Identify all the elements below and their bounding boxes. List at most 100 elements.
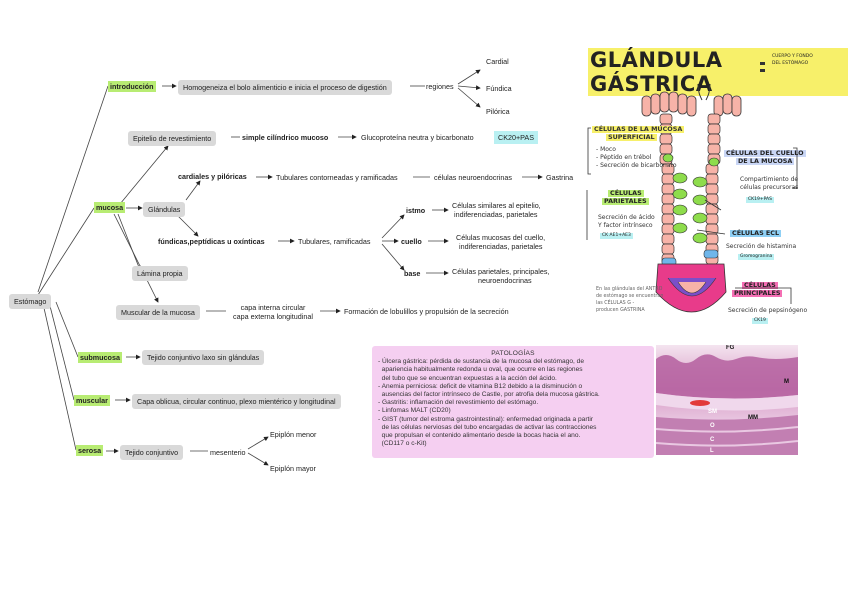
lamina-node[interactable]: Lámina propia <box>132 266 188 281</box>
ecl-title: CÉLULAS ECL <box>730 229 782 238</box>
epiplon-menor: Epiplón menor <box>270 430 317 439</box>
serosa-desc[interactable]: Tejido conjuntivo <box>120 445 184 460</box>
epitelio-type: simple cilíndrico mucoso <box>242 133 329 142</box>
istmo-desc-1: Células similares al epitelio, <box>452 201 541 210</box>
region-cardial: Cardial <box>486 57 509 66</box>
parietales-title-2: PARIETALES <box>602 197 649 206</box>
title-colon <box>760 62 765 65</box>
submucosa-desc[interactable]: Tejido conjuntivo laxo sin glándulas <box>142 350 265 365</box>
introduccion-label[interactable]: introducción <box>108 81 156 92</box>
patologia-line: que propulsan el contenido alimentario d… <box>378 432 581 440</box>
ck20-badge: CK20+PAS <box>494 131 539 144</box>
patologia-line: del tubo que se encuentran expuestas a l… <box>378 374 557 382</box>
cuello-title-2: DE LA MUCOSA <box>736 157 795 166</box>
root-node[interactable]: Estómago <box>9 294 52 309</box>
gastrina-text: Gastrina <box>546 173 574 182</box>
patologia-line: - Linfomas MALT (CD20) <box>378 407 451 415</box>
mucosa-label[interactable]: mucosa <box>94 202 126 213</box>
histology-image: FG M SM MM O C L <box>656 345 798 455</box>
region-fundica: Fúndica <box>486 84 512 93</box>
cuello-item: células precursoras <box>740 184 799 191</box>
note-line: En las glándulas del ANTRO <box>596 287 663 292</box>
patologia-line: - Gastritis: inflamación del revestimien… <box>378 399 539 407</box>
glandulas-node[interactable]: Glándulas <box>143 202 186 217</box>
cuello-badge: CK19+PAS <box>746 197 774 203</box>
ecl-badge: Gromogranina <box>738 254 775 260</box>
istmo-desc-2: indiferenciadas, parietales <box>454 210 538 219</box>
fundicas-label: fúndicas,peptídicas u oxínticas <box>158 237 265 246</box>
cuello-label: cuello <box>401 237 422 246</box>
note-line: producen GASTRINA <box>596 308 645 313</box>
patologia-line: - Úlcera gástrica: pérdida de sustancia … <box>378 358 584 366</box>
cuello-desc-1: Células mucosas del cuello, <box>456 233 546 242</box>
histo-label-fg: FG <box>726 345 735 351</box>
histo-label-c: C <box>710 437 715 443</box>
principales-badge: CK19 <box>752 318 768 324</box>
cuello-item: Compartimiento de <box>740 176 799 183</box>
histology-drawing <box>656 345 798 455</box>
ecl-item: Secreción de histamina <box>726 243 797 250</box>
base-desc-1: Células parietales, principales, <box>452 267 550 276</box>
region-pilorica: Pilórica <box>486 107 510 116</box>
patologia-line: de las células nerviosas del tubo encarg… <box>378 423 597 431</box>
patologia-line: - Anemia perniciosa: deficit de vitamina… <box>378 382 583 390</box>
superficial-item: - Péptido en trébol <box>596 154 652 161</box>
patologia-line: - GIST (tumor del estroma gastrointestin… <box>378 415 594 423</box>
patologia-line: ausencias del factor intrínseco de Castl… <box>378 391 600 399</box>
superficial-title-1: CÉLULAS DE LA MUCOSA <box>592 125 685 134</box>
superficial-item: - Moco <box>596 146 616 153</box>
principales-item: Secreción de pepsinógeno <box>728 307 808 314</box>
glyco-text: Glucoproteína neutra y bicarbonato <box>361 133 474 142</box>
histo-label-mm: MM <box>748 415 758 421</box>
introduccion-desc[interactable]: Homogeneiza el bolo alimenticio e inicia… <box>178 80 392 95</box>
regiones-link: regiones <box>426 82 454 91</box>
gland-illustration <box>641 83 742 313</box>
serosa-label[interactable]: serosa <box>76 445 104 456</box>
patologias-panel: PATOLOGÍAS - Úlcera gástrica: pérdida de… <box>372 346 654 458</box>
patologia-line: apariencia habitualmente redonda u oval,… <box>378 366 583 374</box>
histo-label-o: O <box>710 423 715 429</box>
superficial-title-2: SUPERFICIAL <box>606 133 657 142</box>
celulas-neuroendocrinas: células neuroendocrinas <box>434 173 512 182</box>
parietales-item: Secreción de ácido <box>598 214 655 221</box>
histo-label-sm: SM <box>708 409 717 415</box>
parietales-badge: CK AE1+AE3 <box>600 233 633 239</box>
glandula-subtitle-2: DEL ESTÓMAGO <box>770 61 811 67</box>
superficial-item: - Secreción de bicarbonato <box>596 162 677 169</box>
lobulillos-text: Formación de lobulillos y propulsión de … <box>344 307 509 316</box>
muscular-desc[interactable]: Capa oblicua, circular continuo, plexo m… <box>132 394 341 409</box>
submucosa-label[interactable]: submucosa <box>78 352 122 363</box>
principales-title-1: CÉLULAS <box>742 281 778 290</box>
epitelio-node[interactable]: Epitelio de revestimiento <box>128 131 217 146</box>
base-desc-2: neuroendocrinas <box>478 276 532 285</box>
epiplon-mayor: Epiplón mayor <box>270 464 316 473</box>
cuello-desc-2: indiferenciadas, parietales <box>459 242 543 251</box>
tubulares-contorneadas: Tubulares contorneadas y ramificadas <box>276 173 398 182</box>
capa-externa: capa externa longitudinal <box>233 312 313 321</box>
patologia-line: (CD117 o c-Kit) <box>378 440 427 448</box>
note-line: de estómago se encuentran <box>596 294 664 299</box>
base-label: base <box>404 269 421 278</box>
mesenterio-link: mesenterio <box>210 448 246 457</box>
patologias-title: PATOLOGÍAS <box>491 350 535 357</box>
glandula-subtitle-1: CUERPO Y FONDO <box>770 54 815 60</box>
parietales-title-1: CÉLULAS <box>608 189 644 198</box>
cardiales-label: cardiales y pilóricas <box>178 172 247 181</box>
istmo-label: istmo <box>406 206 426 215</box>
antro-note: En las glándulas del ANTRO de estómago s… <box>596 286 663 314</box>
histo-label-m: M <box>784 379 789 385</box>
muscular-label[interactable]: muscular <box>74 395 110 406</box>
tubulares-ramificadas: Tubulares, ramificadas <box>298 237 371 246</box>
annotation-brackets <box>586 127 798 304</box>
note-line: las CÉLULAS G - <box>596 301 635 306</box>
parietales-item: Y factor intrínseco <box>598 222 653 229</box>
principales-title-2: PRINCIPALES <box>732 289 783 298</box>
title-colon <box>760 69 765 72</box>
muscular-mucosa-node[interactable]: Muscular de la mucosa <box>116 305 200 320</box>
parietal-cells <box>662 153 720 244</box>
histo-label-l: L <box>710 448 714 454</box>
gland-pit-left <box>641 91 742 117</box>
cuello-title-1: CÉLULAS DEL CUELLO <box>724 149 806 158</box>
capa-interna: capa interna circular <box>240 303 306 312</box>
